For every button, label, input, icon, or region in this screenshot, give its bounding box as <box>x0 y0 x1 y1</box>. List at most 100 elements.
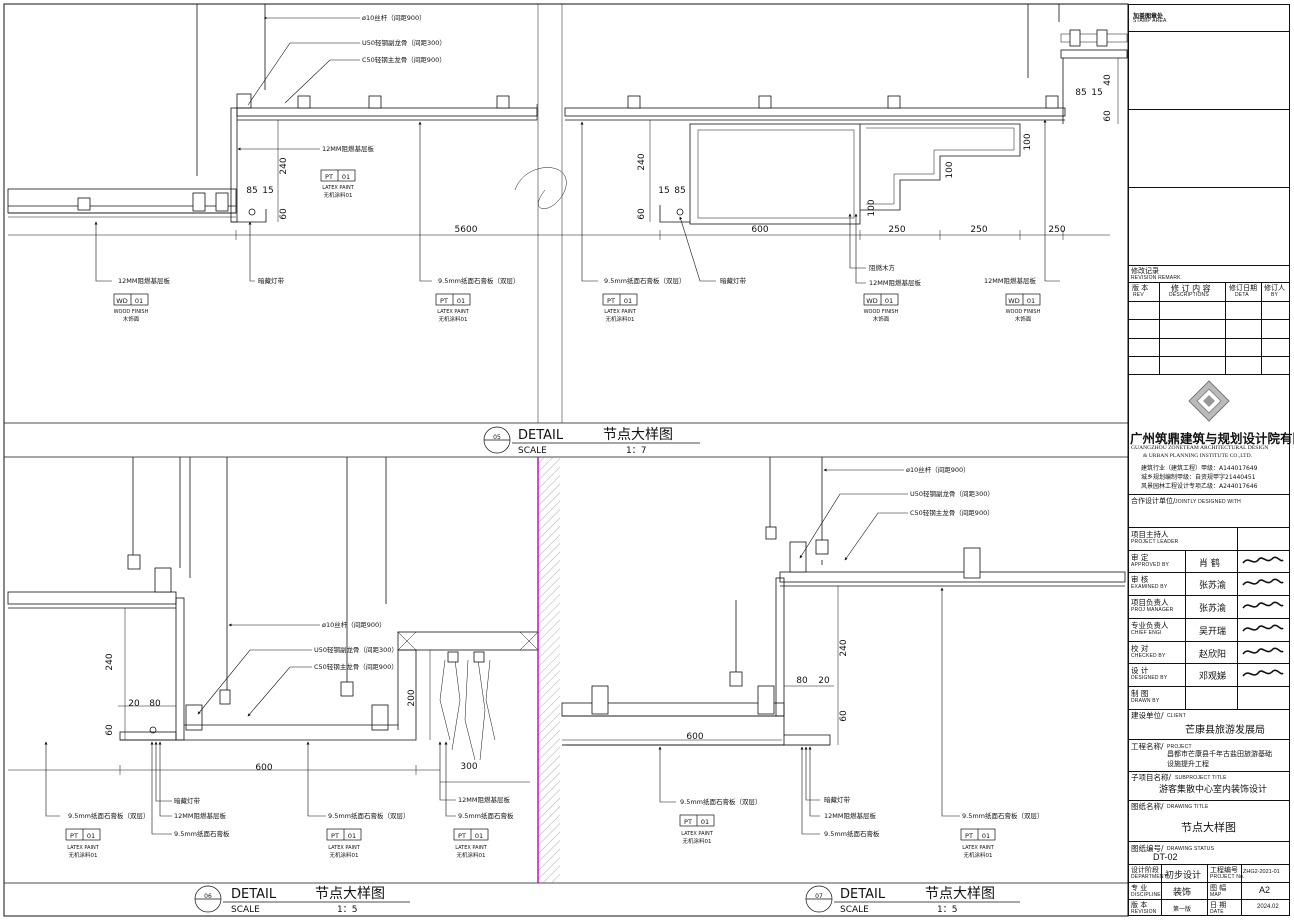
label-fire12-05: 12MM阻燃基层板 <box>322 144 374 153</box>
role-name: 赵欣阳 <box>1199 649 1227 660</box>
tag-en: LATEX PAINT <box>322 185 354 191</box>
tag-cn: 无机涂料01 <box>330 851 359 859</box>
drawing-number: DT-02 <box>1153 852 1178 862</box>
drawing-no-label-en: DRAWING STATUS <box>1167 846 1215 852</box>
client-label: 建设单位/ <box>1131 711 1164 720</box>
sheet-size-label: 图 幅 <box>1210 884 1227 892</box>
subproject-label: 子项目名称/ <box>1131 773 1172 782</box>
role-label-en: DRAWN BY <box>1131 697 1160 704</box>
dim-40: 40 <box>1103 74 1113 86</box>
label-gyp-05b: 9.5mm纸面石膏板（双层） <box>604 276 686 285</box>
label-c50-07: C50轻钢主龙骨（间距900） <box>910 508 994 517</box>
callout-labels: ø10丝杆（间距900） U50轻钢副龙骨（间距300） C50轻钢主龙骨（间距… <box>68 13 1044 838</box>
by-col: 修订人 <box>1264 284 1285 292</box>
role-name: 邓观娣 <box>1199 672 1227 683</box>
dim-250: 250 <box>970 225 987 235</box>
dim-15: 15 <box>262 186 273 196</box>
company-name: 广州筑鼎建筑与规划设计院有限公司 <box>1130 431 1294 446</box>
label-gypsum-07: 9.5mm纸面石膏板 <box>824 829 880 838</box>
detail-07 <box>561 457 1126 835</box>
label-gypsum-06b: 9.5mm纸面石膏板 <box>458 811 514 820</box>
dim-80: 80 <box>149 699 161 709</box>
drawing-no-label: 图纸编号/ <box>1131 844 1164 853</box>
project-no-label: 工程编号 <box>1210 866 1238 874</box>
tag-cn: 木饰面 <box>123 315 140 323</box>
joint-label: 合作设计单位/ <box>1131 497 1176 505</box>
detail-title-marks <box>194 426 1020 913</box>
signature-image <box>1242 624 1284 632</box>
role-label-en: PROJ MANAGER <box>1131 607 1174 614</box>
tag-code: WD <box>866 297 877 305</box>
label-light-07: 暗藏灯带 <box>824 795 851 804</box>
tag-num: 01 <box>87 832 95 840</box>
detail-number: 05 <box>493 434 501 441</box>
detail-number: 07 <box>815 893 823 900</box>
tag-cn: 无机涂料01 <box>324 191 353 199</box>
tag-en: LATEX PAINT <box>455 845 487 851</box>
dim-85: 85 <box>1075 88 1086 98</box>
detail-06 <box>7 457 560 883</box>
tag-num: 01 <box>982 832 990 840</box>
tag-num: 01 <box>457 297 465 305</box>
stage-label-en: DEPARTMENT <box>1131 874 1167 880</box>
company-logo-icon <box>1188 380 1230 422</box>
tag-en: LATEX PAINT <box>437 309 469 315</box>
dim-60: 60 <box>279 208 289 220</box>
signature-image <box>1242 669 1284 677</box>
role-label-en: APPROVED BY <box>1131 561 1170 568</box>
tag-code: PT <box>607 297 615 305</box>
label-fire12-06b: 12MM阻燃基层板 <box>458 795 510 804</box>
tag-code: PT <box>70 832 78 840</box>
tag-num: 01 <box>135 297 143 305</box>
material-tag-boxes <box>65 169 1041 841</box>
version-label-en: REVISION <box>1131 909 1157 915</box>
drawing-title: 节点大样图 <box>1181 821 1236 834</box>
project-label: 工程名称/ <box>1131 742 1164 751</box>
company-name-en-2: & URBAN PLANNING INSTITUTE CO.,LTD. <box>1143 453 1253 459</box>
discipline-value: 装饰 <box>1173 888 1192 898</box>
project-no: ZHG2-2021-01 <box>1243 869 1280 875</box>
drawing-title-label-en: DRAWING TITLE <box>1167 804 1209 810</box>
dim-250: 250 <box>1048 225 1065 235</box>
scale-label: SCALE <box>518 446 547 456</box>
dim-300: 300 <box>460 762 477 772</box>
dim-100: 100 <box>867 199 877 216</box>
label-u50-07: U50轻钢副龙骨（间距300） <box>910 489 994 498</box>
signature-image <box>1242 578 1284 586</box>
role-label: 校 对 <box>1131 643 1149 653</box>
signature-image <box>1242 556 1284 564</box>
dimension-labels: 5600 600 250 250 250 85 15 85 15 85 15 2… <box>105 74 1113 773</box>
role-label-en: CHECKED BY <box>1131 652 1166 659</box>
desc-col-en: DESCRIPTIONS <box>1169 292 1209 298</box>
sheet-size: A2 <box>1259 885 1271 895</box>
dim-240: 240 <box>279 157 289 174</box>
label-rod-07: ø10丝杆（间距900） <box>906 465 970 474</box>
label-gyp-07: 9.5mm纸面石膏板（双层） <box>680 797 762 806</box>
rev-col-en: REV <box>1133 292 1144 298</box>
dim-80: 80 <box>796 676 808 686</box>
tag-code: PT <box>684 818 692 826</box>
tag-cn: 无机涂料01 <box>69 851 98 859</box>
role-row-divider <box>1129 663 1289 665</box>
sheet-size-label-en: MAP <box>1210 892 1222 898</box>
detail-number: 06 <box>204 893 212 900</box>
tag-num: 01 <box>1027 297 1035 305</box>
tag-en: LATEX PAINT <box>962 845 994 851</box>
tag-cn: 无机涂料01 <box>457 851 486 859</box>
cert-line-1: 建筑行业（建筑工程）甲级：A144017649 <box>1141 465 1258 472</box>
label-fire12-05b: 12MM阻燃基层板 <box>118 276 170 285</box>
role-label: 项目负责人 <box>1131 598 1169 608</box>
role-label: 专业负责人 <box>1131 620 1169 630</box>
label-u50-06: U50轻钢副龙骨（间距300） <box>314 645 398 654</box>
dim-85: 85 <box>674 186 685 196</box>
tag-cn: 无机涂料01 <box>606 315 635 323</box>
label-gyp-05: 9.5mm纸面石膏板（双层） <box>438 276 520 285</box>
tag-cn: 无机涂料01 <box>964 851 993 859</box>
scale-value: 1：5 <box>937 905 957 915</box>
tag-en: LATEX PAINT <box>681 831 713 837</box>
project-name-2: 设施提升工程 <box>1167 760 1209 768</box>
signature-image <box>1242 647 1284 655</box>
detail-title-cn: 节点大样图 <box>315 886 385 902</box>
